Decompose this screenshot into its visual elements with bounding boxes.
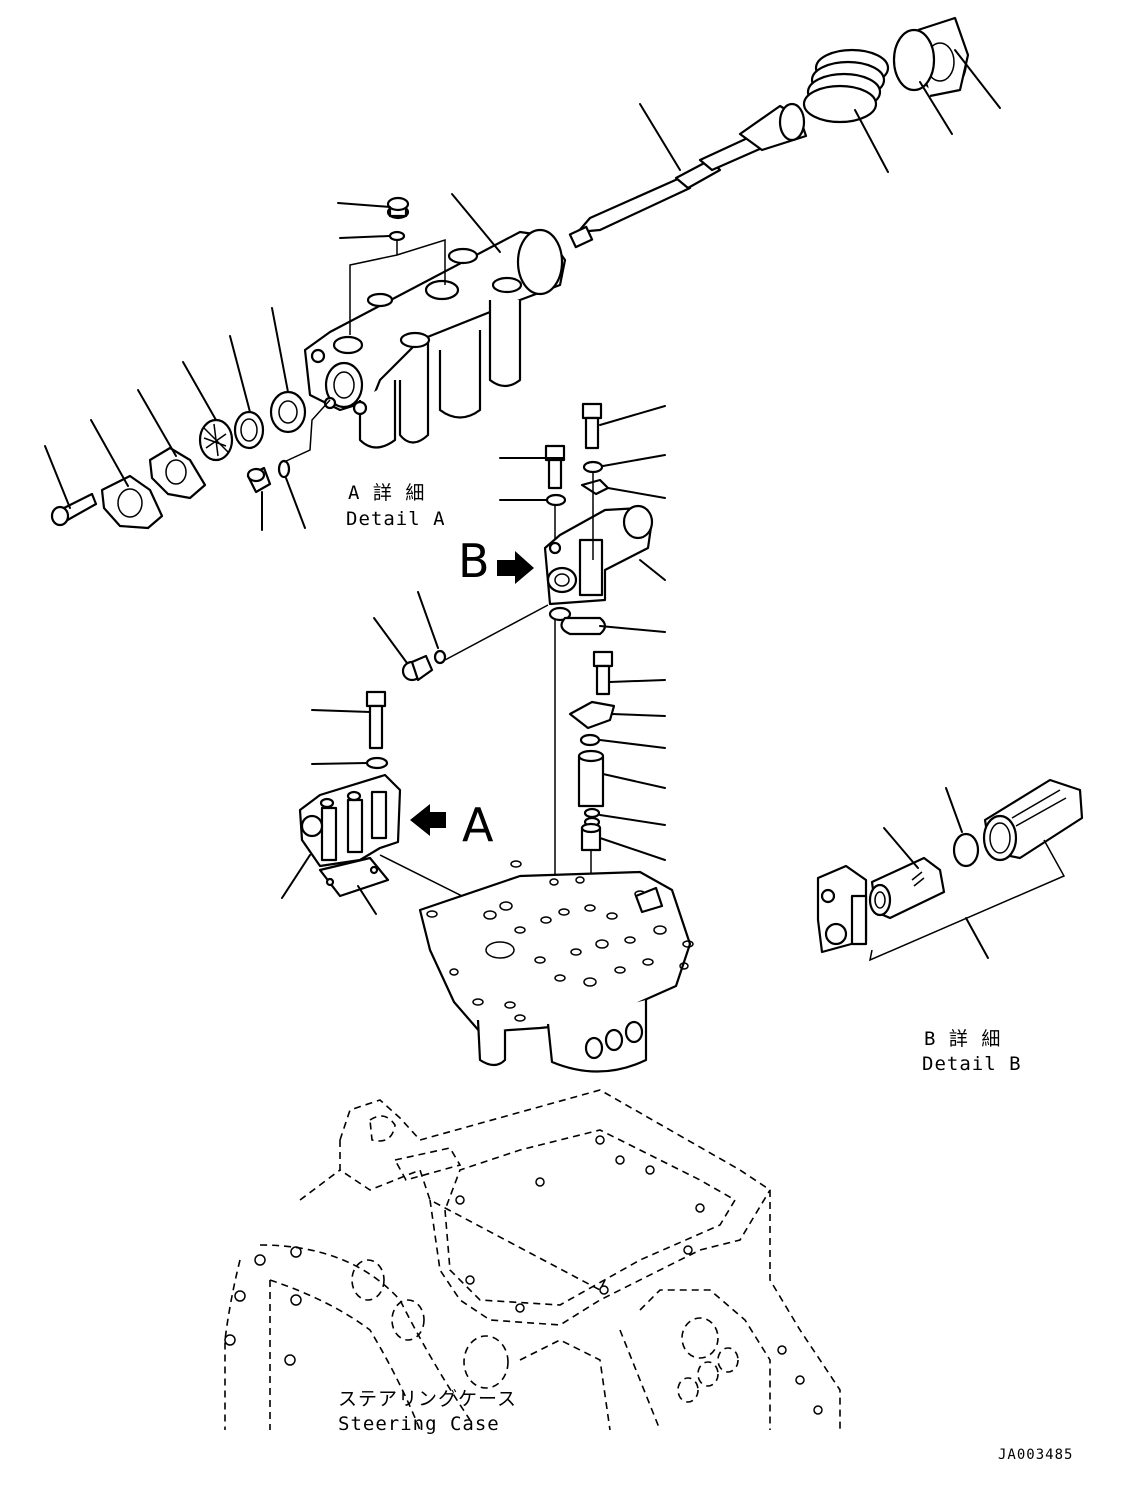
gear-part bbox=[198, 418, 234, 462]
filter-element-detail bbox=[816, 778, 1084, 962]
bolt-b3 bbox=[592, 650, 614, 696]
sleeve-part bbox=[577, 749, 605, 808]
leader-lines-a bbox=[44, 49, 1001, 531]
mounting-plate-part bbox=[418, 860, 694, 1073]
detail-b-label-en: Detail B bbox=[922, 1053, 1022, 1075]
o-ring-part bbox=[892, 28, 936, 92]
detail-a-label-en: Detail A bbox=[346, 508, 446, 530]
bolt-b2 bbox=[544, 444, 566, 490]
detail-a-label-jp: A 詳 細 bbox=[348, 482, 426, 504]
view-arrow-a-icon bbox=[410, 804, 446, 836]
case-bolt-holes bbox=[224, 1135, 823, 1415]
filter-head-b bbox=[816, 864, 868, 954]
leader-lines-b bbox=[373, 405, 666, 861]
bolt-part bbox=[50, 492, 98, 527]
steering-case-label-en: Steering Case bbox=[338, 1413, 500, 1435]
valve-body-part bbox=[303, 228, 567, 449]
steering-case-label-jp: ステアリングケース bbox=[338, 1388, 518, 1410]
view-marker-a: A bbox=[462, 798, 494, 852]
bolt-a bbox=[365, 690, 387, 750]
selector-valve-assembly bbox=[281, 690, 511, 921]
filter-housing-assembly bbox=[373, 402, 666, 910]
filter-element-part bbox=[868, 856, 946, 920]
filter-case-part bbox=[982, 778, 1084, 862]
o-ring-b bbox=[952, 832, 980, 868]
bolt-b1 bbox=[581, 402, 603, 450]
detail-b-label-jp: B 詳 細 bbox=[924, 1028, 1002, 1050]
valve-part bbox=[580, 822, 602, 852]
filter-head-part bbox=[543, 504, 654, 606]
left-side-parts bbox=[50, 390, 307, 530]
view-marker-b: B bbox=[458, 534, 490, 588]
view-arrow-b-icon bbox=[497, 551, 534, 584]
plate-holes bbox=[426, 860, 694, 1022]
plug-b bbox=[401, 649, 447, 682]
top-plug-part bbox=[386, 196, 410, 242]
valve-block-part bbox=[298, 773, 402, 868]
spool-valve-assembly bbox=[44, 16, 1001, 531]
spring-part bbox=[802, 48, 890, 124]
drawing-code: JA003485 bbox=[998, 1447, 1074, 1463]
spool-part bbox=[568, 102, 808, 249]
steering-case-part bbox=[224, 1089, 841, 1431]
